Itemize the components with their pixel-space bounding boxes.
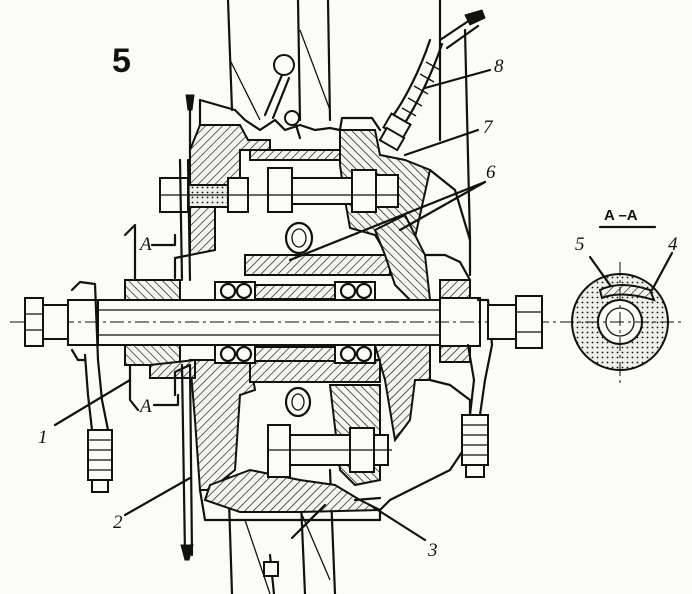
- leader-lines: [53, 68, 674, 542]
- callout-6: 6: [486, 162, 496, 183]
- callout-5: 5: [575, 234, 585, 255]
- right-arm: [461, 298, 494, 478]
- left-arm: [70, 280, 113, 493]
- housing-bolts: [159, 167, 400, 478]
- figure-number: 5: [112, 42, 131, 80]
- casing-outline: [173, 98, 472, 522]
- disc-plate: [123, 158, 194, 561]
- callout-7: 7: [483, 117, 494, 138]
- hub-housing: [124, 124, 471, 513]
- callout-2: 2: [113, 512, 123, 533]
- hose: [378, 38, 444, 152]
- callout-4: 4: [668, 234, 678, 255]
- callout-8: 8: [494, 56, 504, 77]
- cut-mark-lower: A: [138, 396, 152, 417]
- section-title: A –A: [604, 207, 638, 224]
- callout-1: 1: [38, 427, 48, 448]
- axle: [10, 297, 560, 347]
- callout-3: 3: [427, 540, 438, 561]
- section-view: [560, 225, 684, 384]
- bearings: [214, 281, 376, 364]
- end-bolts: [24, 295, 543, 349]
- bottom-fitting: [263, 496, 382, 594]
- frame-tube: [226, 0, 472, 594]
- o-rings: [284, 221, 314, 418]
- cut-mark-upper: A: [138, 234, 152, 255]
- cut-markers: [150, 233, 180, 407]
